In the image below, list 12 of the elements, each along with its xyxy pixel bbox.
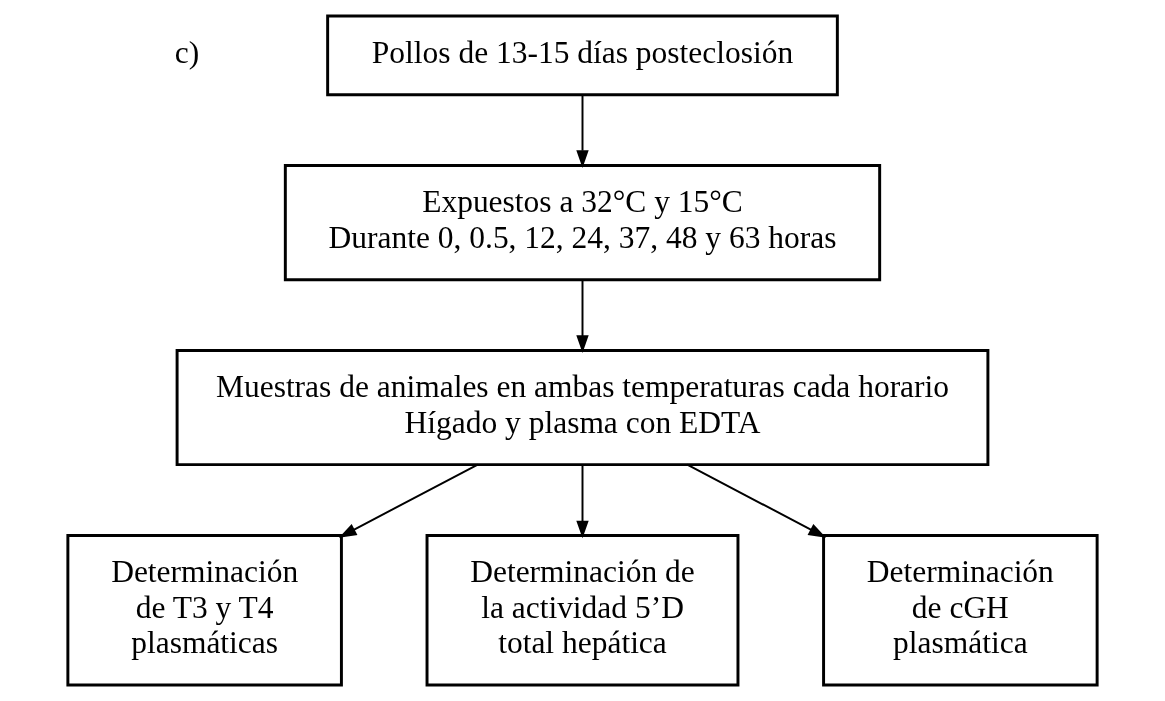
node-box: Muestras de animales en ambas temperaturas cada horario Hígado y plasma con EDTA: [175, 349, 990, 467]
node-box: Pollos de 13-15 días posteclosión: [326, 14, 839, 97]
node-box: Expuestos a 32°C y 15°C Durante 0, 0.5, 12, 24, 37, 48 y 63 horas: [283, 164, 882, 282]
arrow: [686, 463, 827, 538]
label: c): [174, 34, 200, 70]
arrow: [576, 463, 589, 539]
node-box: Determinación de la actividad 5’D total hepática: [425, 534, 740, 687]
arrow: [576, 94, 589, 168]
node-box: Determinación de T3 y T4 plasmáticas: [66, 534, 343, 687]
arrow: [576, 278, 589, 353]
node-box: Determinación de cGH plasmática: [822, 534, 1099, 687]
arrow: [338, 463, 479, 538]
